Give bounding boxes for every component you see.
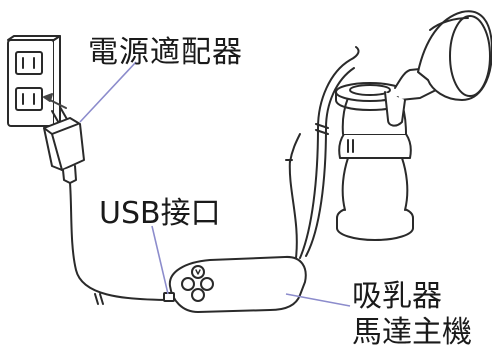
wall-outlet [7,35,67,127]
label-power-adapter: 電源適配器 [88,35,243,70]
leader-lines [79,61,351,307]
label-motor-line2: 馬達主機 [352,315,472,350]
leader-adapter [79,61,137,123]
label-usb-port: USB接口 [99,196,221,231]
leader-usb [151,225,169,295]
leader-motor [285,293,351,307]
label-motor-unit: 吸乳器 馬達主機 [352,279,472,351]
tubing [285,46,360,259]
power-adapter [43,106,173,305]
motor-unit [163,255,307,313]
label-motor-line1: 吸乳器 [352,279,442,314]
